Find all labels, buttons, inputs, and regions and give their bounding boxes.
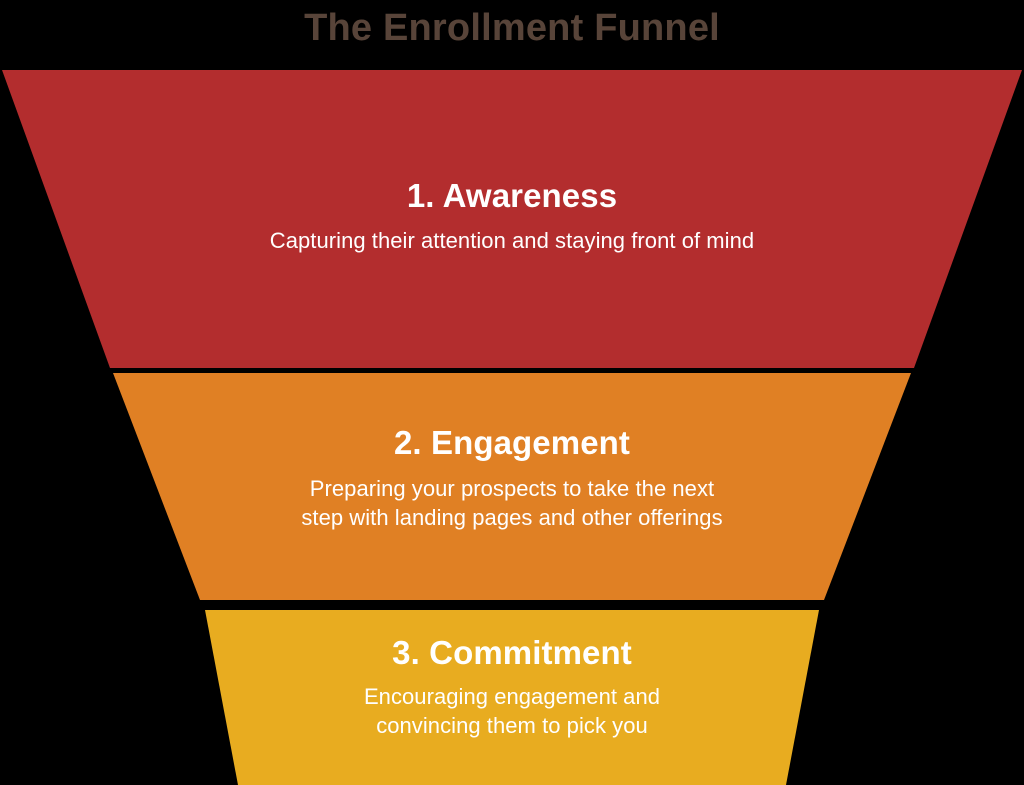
funnel-stage-2-label-group: 2. Engagement Preparing your prospects t… — [162, 424, 862, 532]
funnel-stage-3-shape[interactable] — [205, 610, 819, 785]
funnel-stage-3-heading: 3. Commitment — [392, 634, 632, 671]
funnel-stage-1-heading: 1. Awareness — [406, 177, 618, 214]
funnel-stage-3-description: Encouraging engagement and convincing th… — [212, 682, 812, 740]
funnel-stage-2-heading: 2. Engagement — [393, 424, 631, 461]
funnel-stage-2-description-line-2: step with landing pages and other offeri… — [301, 504, 723, 530]
funnel-stage-1-shape[interactable] — [2, 70, 1022, 368]
page-title: The Enrollment Funnel — [304, 7, 720, 49]
funnel-stage-3-description-line-1: Encouraging engagement and — [363, 683, 661, 709]
funnel-stage-1-label-group: 1. Awareness Capturing their attention a… — [112, 177, 912, 255]
funnel-stage-1-description-line-1: Capturing their attention and staying fr… — [269, 227, 755, 253]
funnel-stage-2-description-line-1: Preparing your prospects to take the nex… — [309, 475, 715, 501]
funnel-stage-1-description: Capturing their attention and staying fr… — [112, 226, 912, 255]
funnel-stage-3-description-line-2: convincing them to pick you — [376, 712, 648, 738]
funnel-stage-2-shape[interactable] — [113, 373, 911, 600]
funnel-stage-2-description: Preparing your prospects to take the nex… — [162, 474, 862, 532]
funnel-stage-3-label-group: 3. Commitment Encouraging engagement and… — [212, 634, 812, 740]
